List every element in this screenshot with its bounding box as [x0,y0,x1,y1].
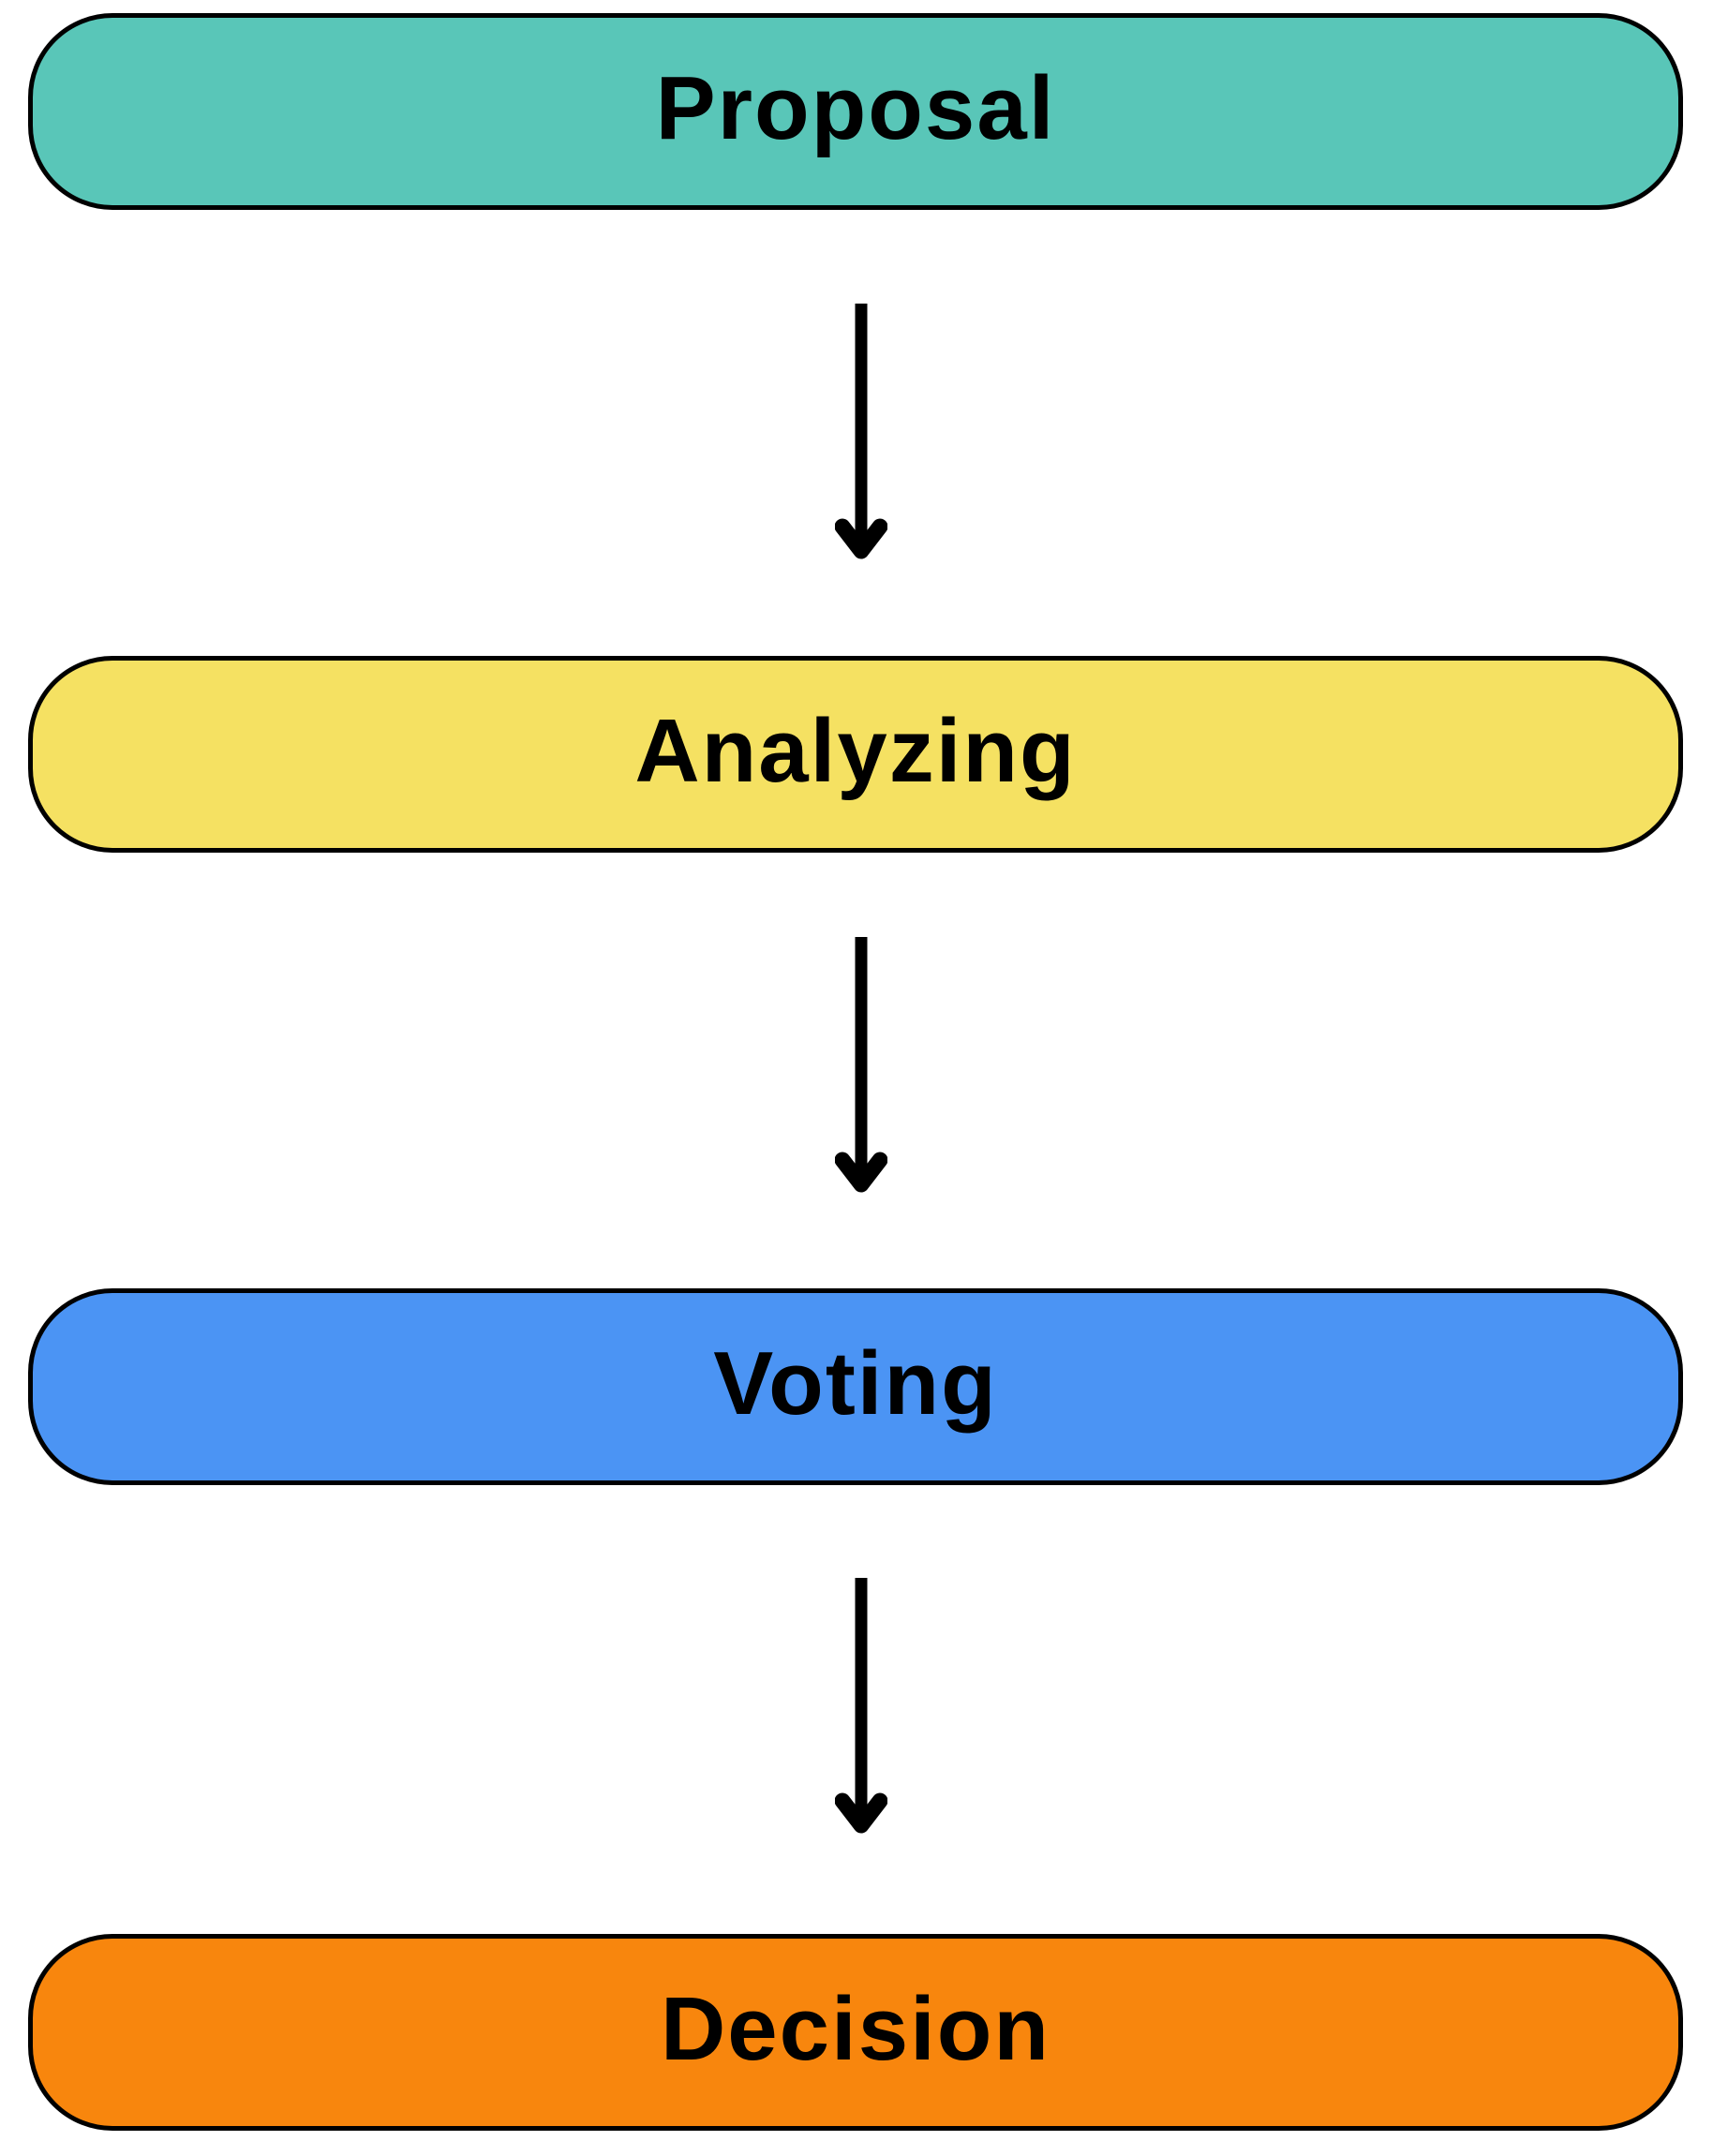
node-analyzing: Analyzing [28,656,1683,853]
arrow-down-icon [835,1578,887,1834]
node-decision-label: Decision [660,1979,1051,2079]
node-decision: Decision [28,1934,1683,2131]
arrow-down-icon [835,937,887,1193]
node-voting-label: Voting [713,1333,998,1434]
node-proposal: Proposal [28,13,1683,210]
node-proposal-label: Proposal [655,58,1056,158]
node-voting: Voting [28,1288,1683,1485]
arrow-down-icon [835,304,887,559]
node-analyzing-label: Analyzing [634,701,1077,801]
